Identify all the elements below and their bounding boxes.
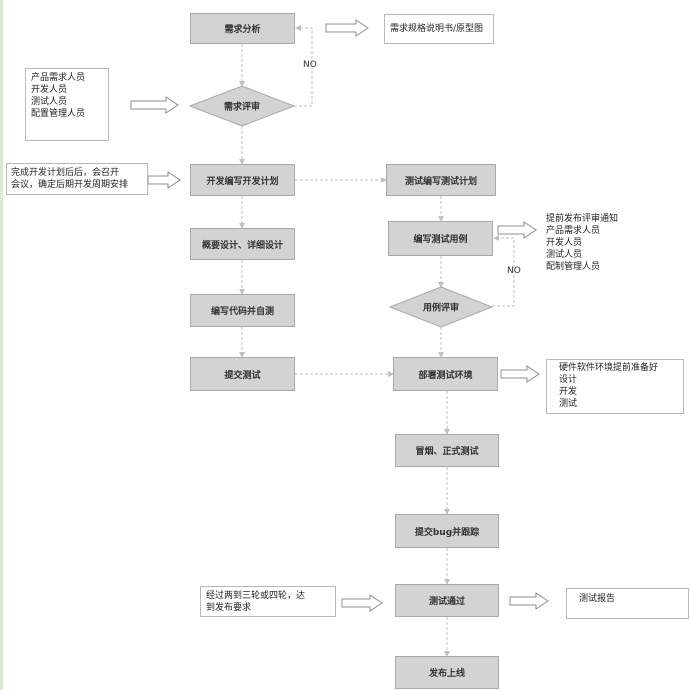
note-review-people-line: 测试人员 — [31, 97, 68, 107]
connector-review-no-loop — [294, 25, 313, 107]
hollow-arrow-spec — [325, 19, 369, 37]
hollow-arrow-review-people — [130, 96, 179, 114]
decision-case-review-label: 用例评审 — [422, 303, 460, 314]
no-label-requirements-review: NO — [303, 60, 317, 70]
hollow-arrow-test-report — [509, 592, 549, 610]
decision-case-review — [388, 286, 494, 328]
note-env-prep: 硬件软件环境提前准备好 设计 开发 测试 — [546, 359, 684, 414]
step-submit-test: 提交测试 — [190, 357, 295, 391]
note-review-people-line: 产品需求人员 — [31, 73, 86, 83]
step-test-plan: 测试编写测试计划 — [386, 164, 496, 196]
hollow-arrow-case-notice — [497, 221, 537, 239]
note-review-people: 产品需求人员 开发人员 测试人员 配置管理人员 — [25, 68, 109, 141]
note-env-prep-line: 硬件软件环境提前准备好 — [559, 363, 659, 373]
step-code-selftest: 编写代码并自测 — [190, 294, 295, 327]
step-test-pass: 测试通过 — [395, 584, 499, 617]
note-review-people-line: 配置管理人员 — [31, 109, 86, 119]
note-release-criteria: 经过两到三轮或四轮，达 到发布要求 — [200, 586, 336, 617]
left-edge-strip — [0, 0, 3, 690]
note-case-notice-line: 提前发布评审通知 — [546, 214, 619, 224]
note-case-review-notice: 提前发布评审通知 产品需求人员 开发人员 测试人员 配制管理人员 — [541, 213, 631, 275]
note-plan-meeting-line: 会议，确定后期开发周期安排 — [11, 180, 129, 190]
note-release-criteria-line: 经过两到三轮或四轮，达 — [206, 591, 306, 601]
note-test-report: 测试报告 — [566, 588, 689, 619]
step-dev-plan: 开发编写开发计划 — [190, 164, 295, 196]
note-env-prep-line: 测试 — [559, 399, 578, 409]
note-spec-doc: 需求规格说明书/原型图 — [384, 14, 494, 44]
step-release: 发布上线 — [395, 656, 499, 689]
step-smoke-test: 冒烟、正式测试 — [395, 434, 499, 467]
step-overview-design: 概要设计、详细设计 — [190, 228, 295, 260]
step-submit-bug: 提交bug并跟踪 — [395, 514, 499, 548]
hollow-arrow-env-prep — [500, 365, 540, 383]
hollow-arrow-release-criteria — [341, 594, 383, 612]
step-write-cases: 编写测试用例 — [388, 221, 493, 256]
note-plan-meeting-line: 完成开发计划后后，会召开 — [11, 168, 120, 178]
note-env-prep-line: 开发 — [559, 387, 578, 397]
note-case-notice-line: 产品需求人员 — [546, 226, 601, 236]
note-env-prep-line: 设计 — [559, 375, 578, 385]
note-release-criteria-line: 到发布要求 — [206, 603, 252, 613]
hollow-arrow-plan-meeting — [147, 171, 181, 189]
note-case-notice-line: 配制管理人员 — [546, 262, 601, 272]
note-review-people-line: 开发人员 — [31, 85, 68, 95]
step-requirements-analysis: 需求分析 — [190, 13, 295, 44]
note-plan-meeting: 完成开发计划后后，会召开 会议，确定后期开发周期安排 — [6, 163, 148, 195]
decision-requirements-review — [188, 85, 296, 127]
note-case-notice-line: 开发人员 — [546, 238, 583, 248]
note-case-notice-line: 测试人员 — [546, 250, 583, 260]
step-deploy-env: 部署测试环境 — [393, 357, 498, 391]
connector-case-review-no-loop — [492, 235, 515, 307]
decision-requirements-review-label: 需求评审 — [223, 102, 261, 113]
no-label-case-review: NO — [507, 266, 521, 276]
